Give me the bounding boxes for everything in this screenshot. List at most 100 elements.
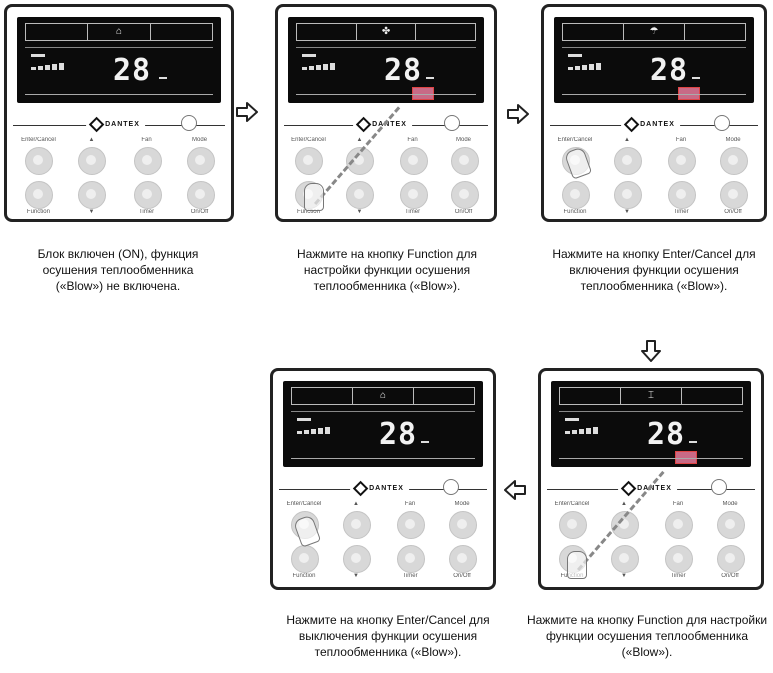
enter-cancel-label: Enter/Cancel [291,137,326,143]
enter-cancel-button[interactable] [558,511,587,539]
on-off-button[interactable] [186,181,215,209]
timer-button[interactable] [399,181,428,209]
timer-button[interactable] [133,181,162,209]
up-button[interactable] [78,147,107,175]
on-off-label: On/Off [721,573,739,579]
down-button[interactable] [342,545,371,573]
caption-step1: Блок включен (ON), функция осушения тепл… [37,247,199,293]
fan-label: Fan [675,137,687,143]
brand-row: DANTEX [544,115,764,133]
brand-name: DANTEX [369,485,404,492]
mode-button[interactable] [720,147,749,175]
function-button[interactable] [290,545,319,573]
on-off-button[interactable] [717,545,746,573]
mode-indicator-row: ☂ [562,23,746,41]
on-off-label: On/Off [724,209,742,215]
mode-icon: ⌂ [115,26,123,37]
up-button[interactable] [342,511,371,539]
temperature-display: 28 [384,53,423,88]
lcd-bottom-line [25,94,213,95]
down-button[interactable] [78,181,107,209]
function-button[interactable] [25,181,54,209]
button-grid: Enter/Cancel ▲ Fan Mode Function ▼ Timer… [550,137,758,215]
down-button[interactable] [613,181,642,209]
on-off-button[interactable] [449,545,478,573]
arrow-right-icon [236,102,258,122]
blow-indicator [412,87,434,100]
timer-label: Timer [670,573,686,579]
down-label: ▼ [623,209,630,215]
timer-label: Timer [138,209,155,215]
lcd-divider [562,47,746,48]
fan-speed-bars [302,54,335,70]
fan-button[interactable] [665,511,694,539]
timer-label: Timer [673,209,689,215]
enter-cancel-label: Enter/Cancel [554,501,590,507]
brand-name: DANTEX [640,121,675,128]
hand-icon [304,183,324,211]
function-label: Function [296,209,320,215]
temperature-unit [426,77,434,79]
timer-button[interactable] [668,181,697,209]
brand-logo: DANTEX [350,480,409,497]
temperature-unit [421,441,429,443]
up-button[interactable] [613,147,642,175]
caption-step5: Нажмите на кнопку Enter/Cancel для выклю… [286,613,490,659]
button-grid: Enter/Cancel ▲ Fan Mode Function ▼ Timer… [284,137,488,215]
dantex-logo-icon [623,116,640,133]
temperature-display: 28 [647,417,686,452]
on-off-button[interactable] [450,181,479,209]
lcd-bottom-line [559,458,743,459]
fan-button[interactable] [399,147,428,175]
timer-button[interactable] [397,545,426,573]
lcd-screen: ⌶ 28 [551,381,751,467]
mode-button[interactable] [186,147,215,175]
mode-indicator-row: ⌂ [25,23,213,41]
on-off-button[interactable] [720,181,749,209]
fan-button[interactable] [133,147,162,175]
dantex-logo-icon [352,480,369,497]
timer-label: Timer [404,209,421,215]
remote-panel-step2: ✤ 28 DANTEX Enter/Cancel ▲ Fan Mode Func… [275,4,497,222]
down-button[interactable] [610,545,639,573]
fan-button[interactable] [397,511,426,539]
mode-button[interactable] [449,511,478,539]
brand-name: DANTEX [637,485,672,492]
up-button[interactable] [610,511,639,539]
timer-button[interactable] [665,545,694,573]
brand-row: DANTEX [541,479,761,497]
enter-cancel-button[interactable] [25,147,54,175]
arrow-down-icon [641,340,661,362]
lcd-screen: ✤ 28 [288,17,484,103]
arrow-left-icon [504,480,526,500]
lcd-screen: ⌂ 28 [283,381,483,467]
enter-cancel-label: Enter/Cancel [21,137,56,143]
enter-cancel-button[interactable] [295,147,324,175]
fan-speed-bars [568,54,601,70]
lcd-screen: ☂ 28 [554,17,754,103]
mode-icon: ⌂ [379,390,387,401]
down-button[interactable] [346,181,375,209]
fan-speed-bars [297,418,330,434]
lcd-divider [25,47,213,48]
mode-indicator-row: ✤ [296,23,476,41]
mode-button[interactable] [450,147,479,175]
mode-button[interactable] [717,511,746,539]
down-label: ▼ [352,573,359,579]
down-label: ▼ [356,209,363,215]
up-button[interactable] [346,147,375,175]
fan-button[interactable] [668,147,697,175]
lcd-divider [559,411,743,412]
function-button[interactable] [561,181,590,209]
fan-speed-bars [31,54,64,70]
function-label: Function [26,209,50,215]
temperature-display: 28 [379,417,418,452]
down-label: ▼ [620,573,627,579]
mode-label: Mode [725,137,741,143]
brand-logo: DANTEX [86,116,145,133]
blow-indicator [678,87,700,100]
blow-indicator [675,451,697,464]
hand-icon [567,551,587,579]
brand-logo: DANTEX [621,116,680,133]
lcd-bottom-line [291,458,475,459]
